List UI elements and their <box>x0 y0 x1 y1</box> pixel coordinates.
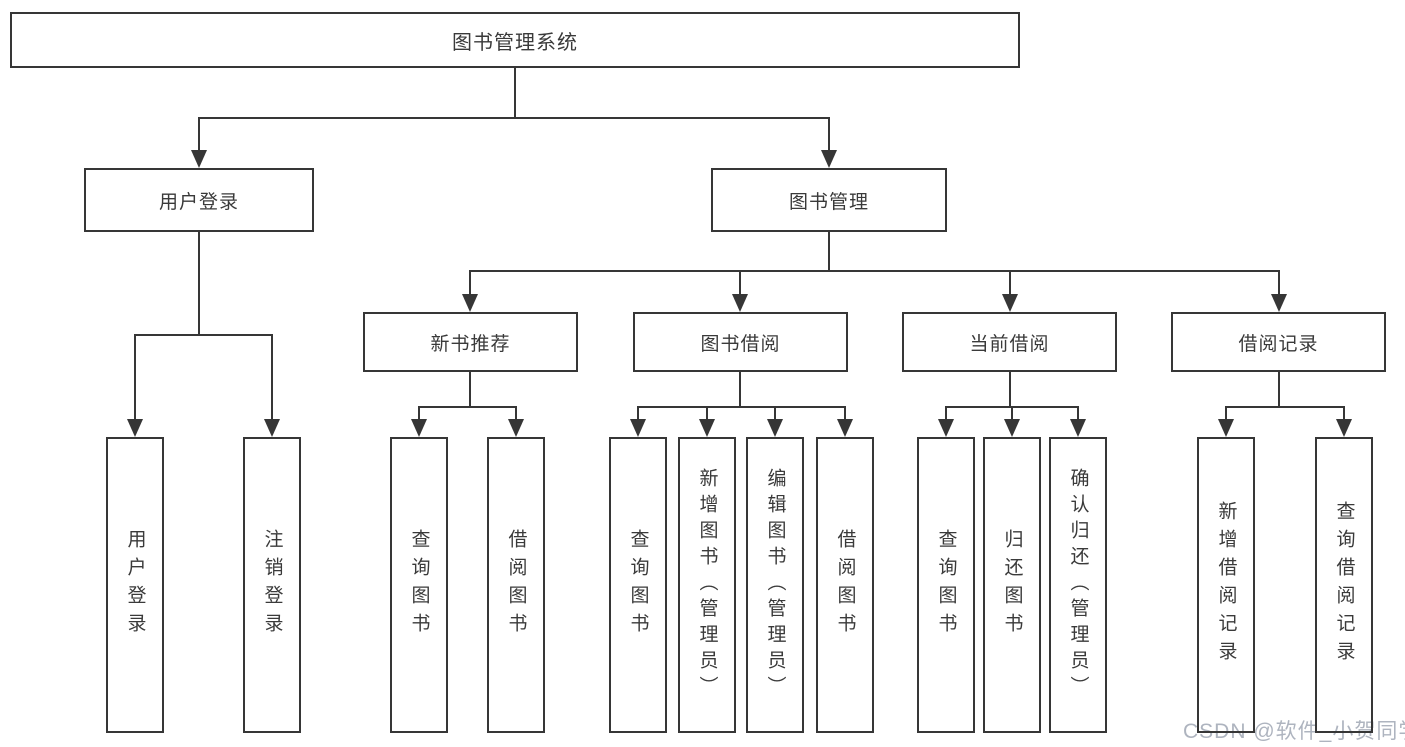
connector-to-recommend-query <box>418 406 420 421</box>
connector-to-borrowing-records <box>1278 270 1280 296</box>
arrow-down-current-borrowing <box>1002 294 1018 312</box>
leaf-borrow-books: 借阅图书 <box>816 437 874 733</box>
connector-to-add-record <box>1225 406 1227 421</box>
leaf-confirm-return-admin: 确认归还（管理员） <box>1049 437 1107 733</box>
leaf-label: 查询借阅记录 <box>1333 501 1355 669</box>
connector-to-leaf-user-login <box>134 334 136 421</box>
arrow-down-borrow-books <box>837 419 853 437</box>
connector-user-login-stem <box>198 232 200 336</box>
connector-current-stem <box>1009 372 1011 408</box>
arrow-down-query-record <box>1336 419 1352 437</box>
arrow-down-edit-books <box>767 419 783 437</box>
leaf-borrowing-query-books: 查询图书 <box>609 437 667 733</box>
arrow-down-leaf-user-login <box>127 419 143 437</box>
leaf-label: 确认归还（管理员） <box>1067 468 1089 702</box>
connector-book-management-rail <box>469 270 1280 272</box>
connector-to-user-login <box>198 117 200 152</box>
leaf-logout: 注销登录 <box>243 437 301 733</box>
node-new-book-recommendation: 新书推荐 <box>363 312 578 372</box>
leaf-return-books: 归还图书 <box>983 437 1041 733</box>
connector-root-rail <box>198 117 830 119</box>
leaf-label: 借阅图书 <box>505 529 527 641</box>
connector-recommendation-rail <box>418 406 517 408</box>
arrow-down-confirm-return <box>1070 419 1086 437</box>
leaf-label: 借阅图书 <box>834 529 856 641</box>
connector-to-book-management <box>828 117 830 152</box>
arrow-down-book-management <box>821 150 837 168</box>
connector-borrowing-rail <box>637 406 846 408</box>
node-label: 借阅记录 <box>1238 333 1319 355</box>
csdn-watermark: CSDN @软件_小贺同学 <box>1183 720 1405 743</box>
leaf-user-login: 用户登录 <box>106 437 164 733</box>
connector-to-confirm-return <box>1077 406 1079 421</box>
connector-to-add-books <box>706 406 708 421</box>
node-book-management: 图书管理 <box>711 168 947 232</box>
arrow-down-user-login <box>191 150 207 168</box>
leaf-add-books-admin: 新增图书（管理员） <box>678 437 736 733</box>
connector-root-stem <box>514 68 516 118</box>
arrow-down-recommend-query <box>411 419 427 437</box>
arrow-down-borrowing-query <box>630 419 646 437</box>
connector-to-current-borrowing <box>1009 270 1011 296</box>
arrow-down-return-books <box>1004 419 1020 437</box>
arrow-down-new-book-recommendation <box>462 294 478 312</box>
leaf-label: 查询图书 <box>408 529 430 641</box>
arrow-down-borrowing-records <box>1271 294 1287 312</box>
leaf-label: 新增图书（管理员） <box>696 468 718 702</box>
node-label: 图书管理系统 <box>452 31 578 54</box>
connector-to-query-record <box>1343 406 1345 421</box>
leaf-current-query-books: 查询图书 <box>917 437 975 733</box>
leaf-edit-books-admin: 编辑图书（管理员） <box>746 437 804 733</box>
node-label: 图书管理 <box>788 191 869 213</box>
connector-records-rail <box>1225 406 1345 408</box>
connector-borrowing-stem <box>739 372 741 408</box>
connector-to-return-books <box>1011 406 1013 421</box>
node-library-management-system: 图书管理系统 <box>10 12 1020 68</box>
node-book-borrowing: 图书借阅 <box>633 312 848 372</box>
leaf-query-borrow-record: 查询借阅记录 <box>1315 437 1373 733</box>
leaf-label: 查询图书 <box>627 529 649 641</box>
connector-records-stem <box>1278 372 1280 408</box>
arrow-down-add-record <box>1218 419 1234 437</box>
arrow-down-book-borrowing <box>732 294 748 312</box>
leaf-recommend-query-books: 查询图书 <box>390 437 448 733</box>
connector-to-new-book-recommendation <box>469 270 471 296</box>
connector-to-book-borrowing <box>739 270 741 296</box>
node-label: 用户登录 <box>158 191 239 213</box>
node-user-login: 用户登录 <box>84 168 314 232</box>
leaf-label: 用户登录 <box>124 529 146 641</box>
node-label: 图书借阅 <box>700 333 781 355</box>
node-label: 新书推荐 <box>430 333 511 355</box>
connector-user-login-rail <box>134 334 273 336</box>
leaf-label: 编辑图书（管理员） <box>764 468 786 702</box>
arrow-down-recommend-borrow <box>508 419 524 437</box>
node-borrowing-records: 借阅记录 <box>1171 312 1386 372</box>
leaf-add-borrow-record: 新增借阅记录 <box>1197 437 1255 733</box>
leaf-label: 查询图书 <box>935 529 957 641</box>
connector-to-current-query <box>945 406 947 421</box>
connector-to-recommend-borrow <box>515 406 517 421</box>
leaf-label: 注销登录 <box>261 529 283 641</box>
connector-to-edit-books <box>774 406 776 421</box>
connector-to-leaf-logout <box>271 334 273 421</box>
arrow-down-current-query <box>938 419 954 437</box>
connector-to-borrowing-query <box>637 406 639 421</box>
connector-to-borrow-books <box>844 406 846 421</box>
leaf-label: 归还图书 <box>1001 529 1023 641</box>
connector-recommendation-stem <box>469 372 471 408</box>
arrow-down-add-books <box>699 419 715 437</box>
arrow-down-leaf-logout <box>264 419 280 437</box>
node-current-borrowing: 当前借阅 <box>902 312 1117 372</box>
leaf-label: 新增借阅记录 <box>1215 501 1237 669</box>
node-label: 当前借阅 <box>969 333 1050 355</box>
leaf-recommend-borrow-books: 借阅图书 <box>487 437 545 733</box>
connector-book-management-stem <box>828 232 830 272</box>
